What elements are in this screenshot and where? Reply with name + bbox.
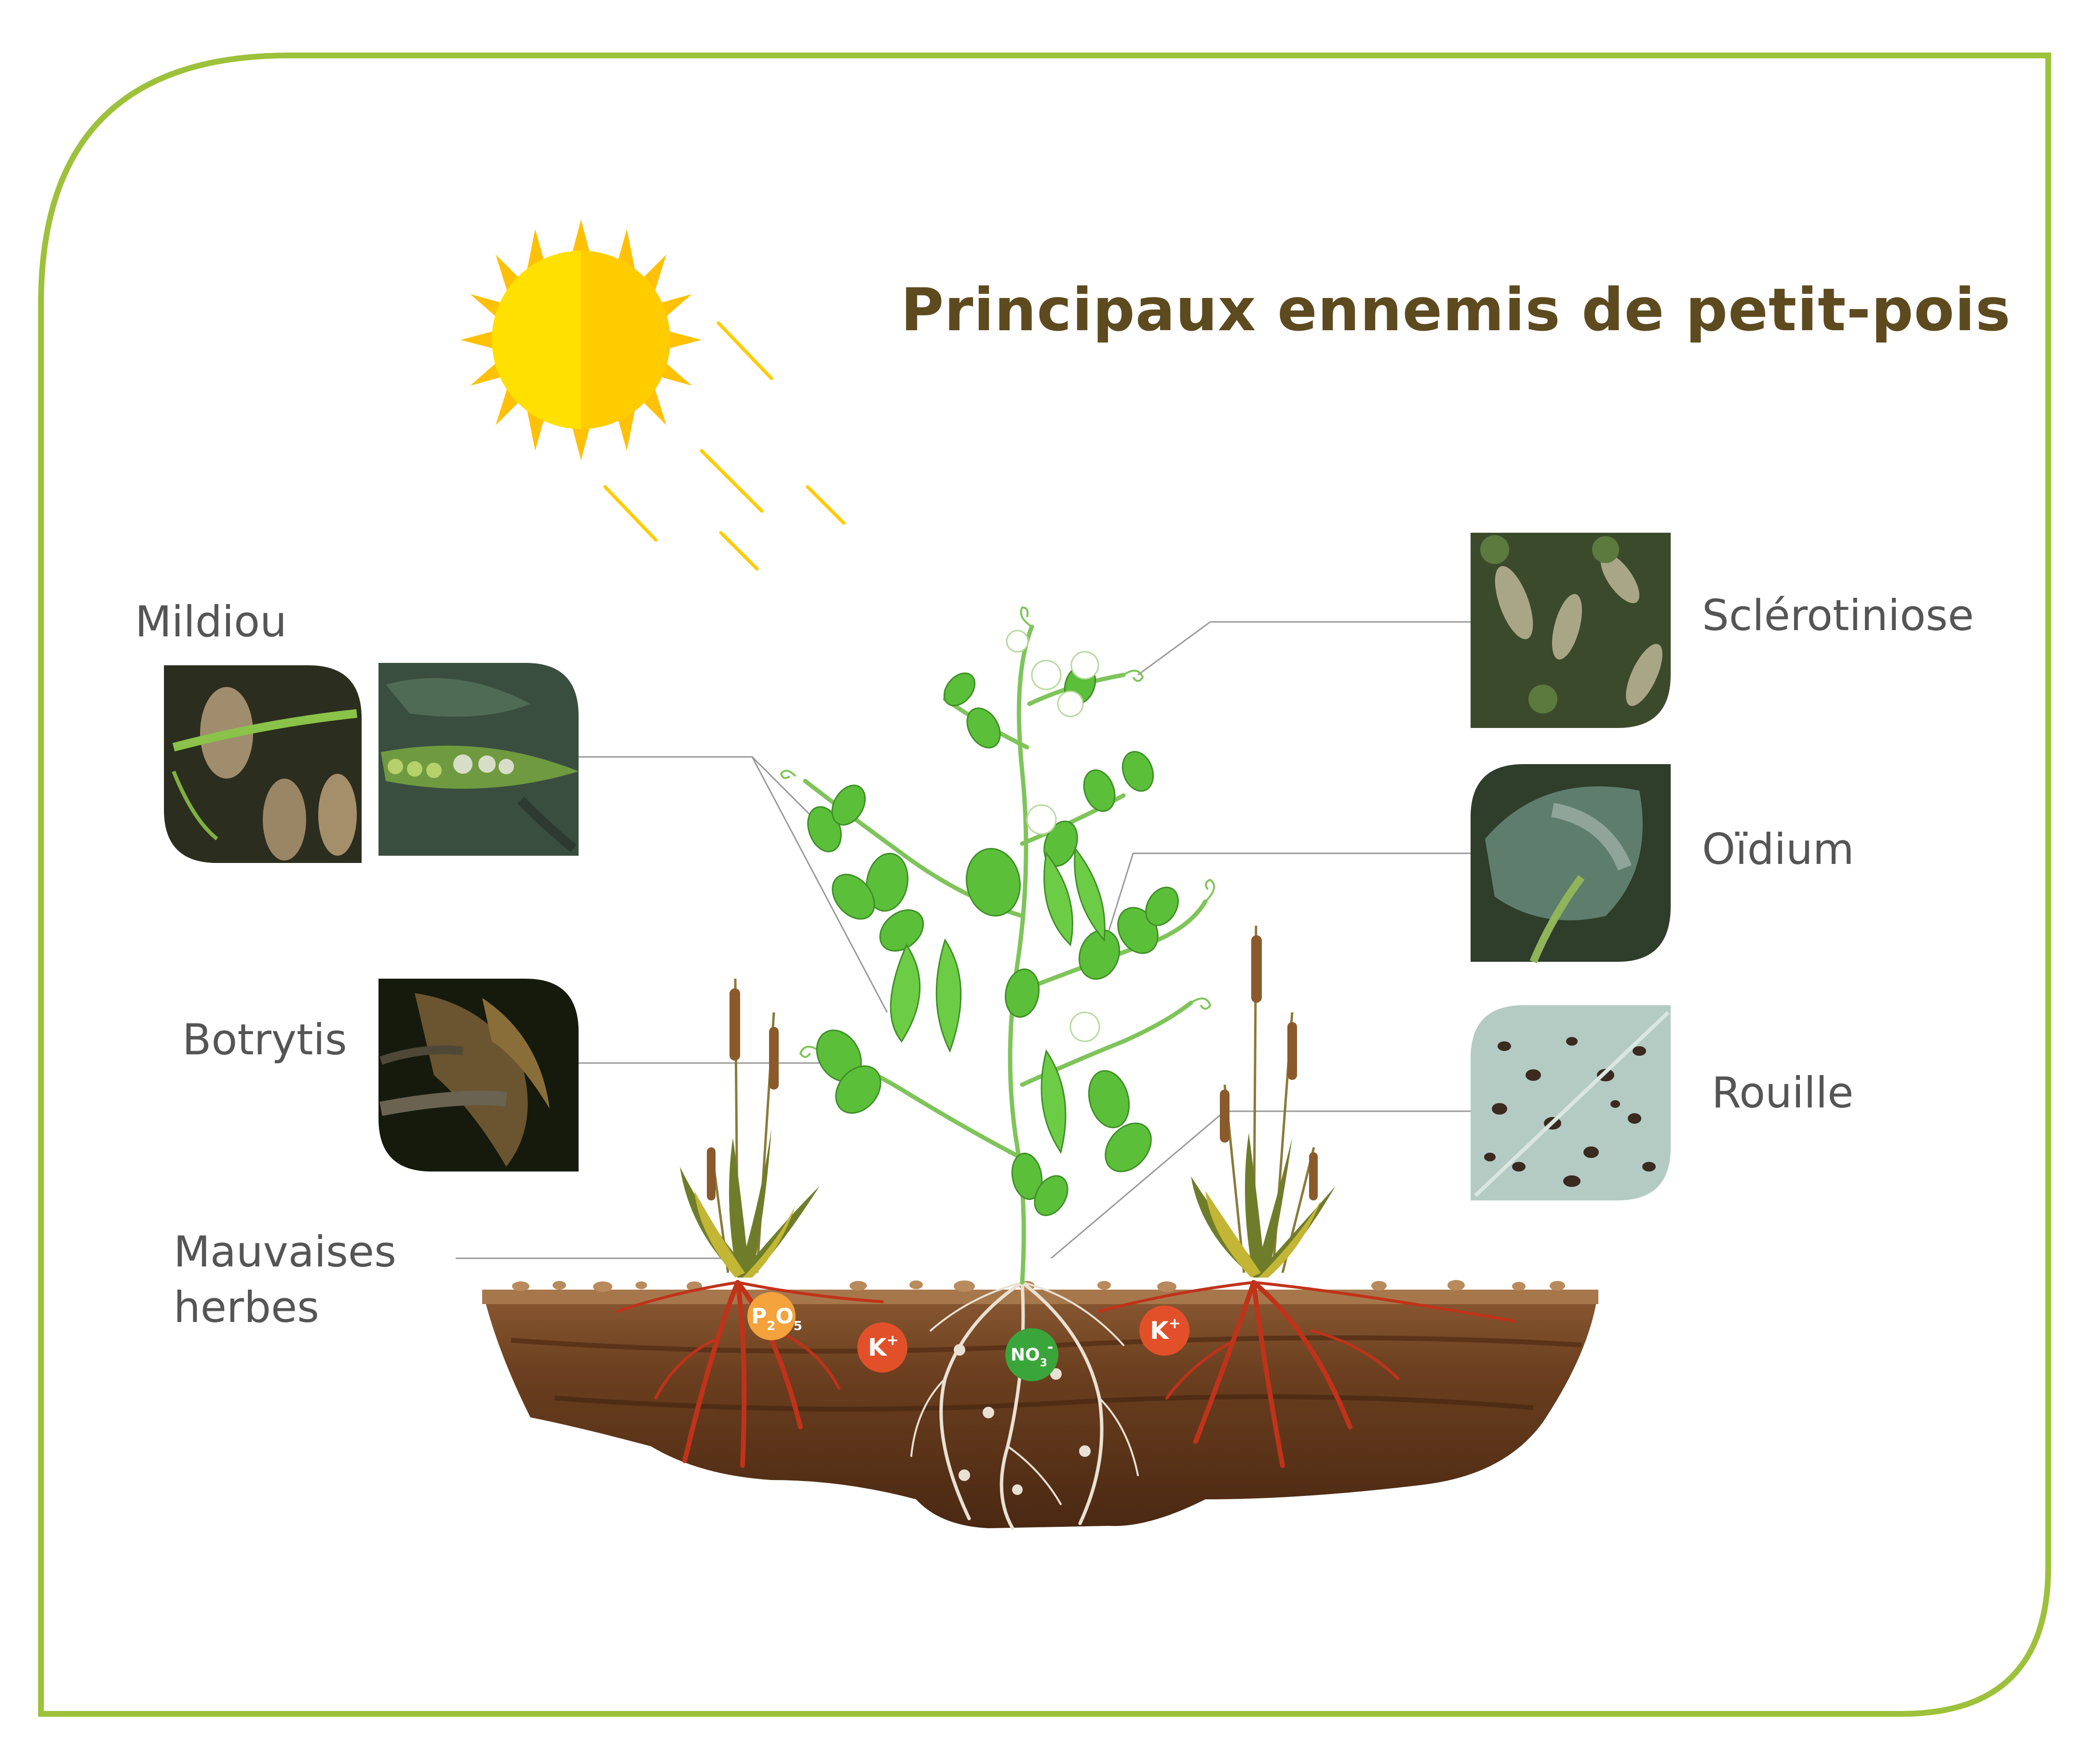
botrytis-photo xyxy=(378,979,579,1172)
label-herbes: herbes xyxy=(174,1282,319,1332)
mildiou-photo-2 xyxy=(378,663,579,856)
rouille-photo xyxy=(1471,1005,1671,1200)
sun-icon xyxy=(460,219,846,571)
pea-plant-illustration xyxy=(780,606,1215,1285)
nutrient-p2o5-badge: P2O5 xyxy=(747,1292,802,1340)
svg-text:P2O5: P2O5 xyxy=(751,1304,802,1333)
label-rouille: Rouille xyxy=(1712,1068,1854,1118)
mildiou-photo-1 xyxy=(164,665,362,863)
svg-text:K+: K+ xyxy=(1150,1315,1181,1345)
label-sclerotiniose: Sclérotiniose xyxy=(1702,591,1974,640)
label-botrytis: Botrytis xyxy=(182,1015,347,1064)
weed-right-illustration xyxy=(1191,925,1336,1278)
pea-roots xyxy=(910,1280,1139,1530)
svg-text:NO3-: NO3- xyxy=(1011,1339,1054,1369)
weed-roots xyxy=(616,1280,1515,1468)
leader-lines xyxy=(456,621,1475,1259)
sclerotiniose-photo xyxy=(1471,533,1671,728)
frame-border xyxy=(38,53,2051,1717)
label-oidium: Oïdium xyxy=(1702,824,1854,874)
label-mauvaises: Mauvaises xyxy=(174,1227,396,1277)
oidium-photo xyxy=(1471,764,1671,964)
nutrient-potassium-badge: K+ xyxy=(857,1322,907,1373)
weed-left-illustration xyxy=(680,978,820,1278)
label-mildiou: Mildiou xyxy=(135,597,287,646)
page-title: Principaux ennemis de petit-pois xyxy=(901,276,2011,344)
nutrient-potassium-badge: K+ xyxy=(1139,1306,1189,1356)
nutrient-nitrate-badge: NO3- xyxy=(1005,1328,1058,1381)
soil-block xyxy=(482,1280,1598,1528)
svg-text:K+: K+ xyxy=(868,1332,899,1361)
